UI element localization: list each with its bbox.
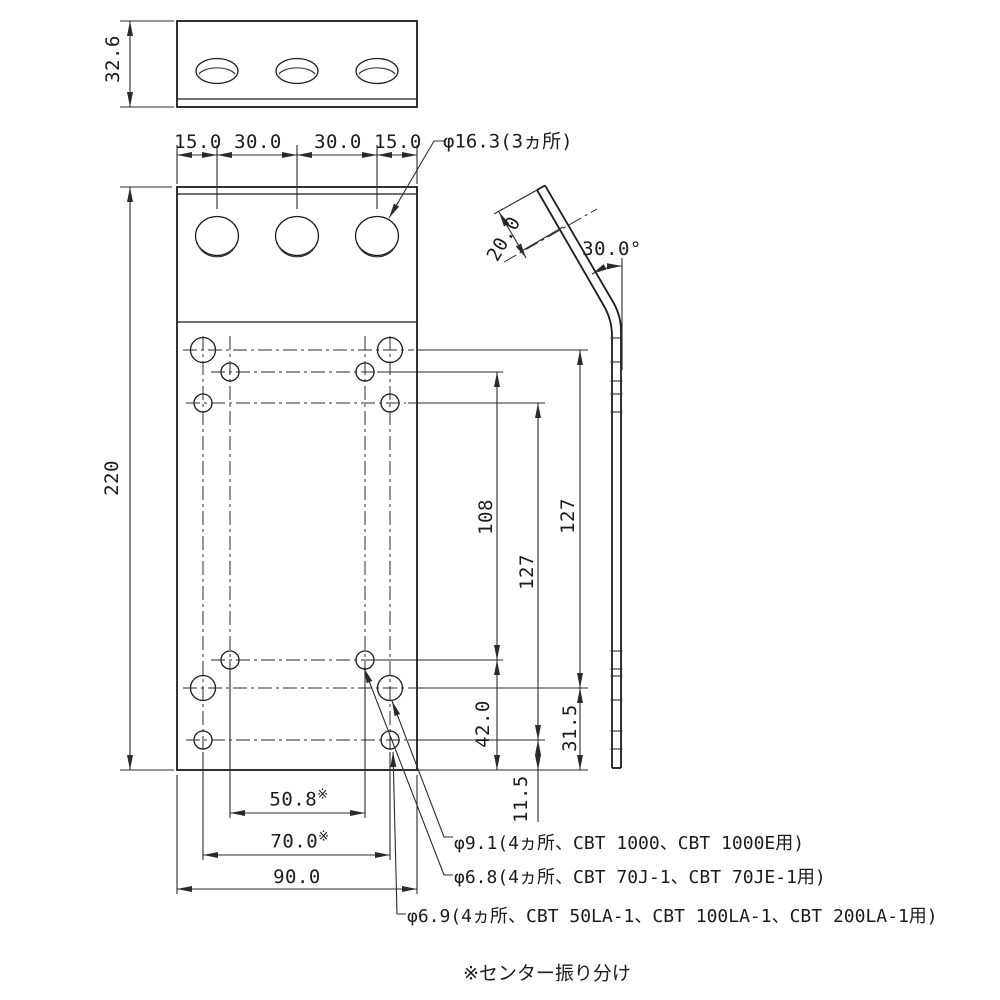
dim-width-50-8: 50.8※ — [269, 787, 329, 811]
dim-offset-11-5: 11.5 — [510, 775, 532, 823]
dim-overall-height: 220 — [101, 460, 123, 496]
dim-pitch-15b: 15.0 — [374, 131, 422, 153]
ref-mark: ※ — [318, 829, 330, 845]
dim-pitch-30a: 30.0 — [234, 131, 282, 153]
callout-phi16-3: φ16.3(3ヵ所) — [443, 130, 573, 153]
callout-phi6-9: φ6.9(4ヵ所、CBT 50LA-1、CBT 100LA-1、CBT 200L… — [407, 906, 938, 927]
callout-phi6-8: φ6.8(4ヵ所、CBT 70J-1、CBT 70JE-1用) — [454, 867, 826, 888]
top-view — [120, 20, 418, 108]
dim-width-70: 70.0※ — [270, 829, 330, 853]
side-view — [493, 184, 623, 769]
dim-pitch-127-phi91: 127 — [557, 498, 579, 534]
front-dimensions — [120, 140, 588, 915]
footnote-center-split: ※センター振り分け — [463, 962, 631, 985]
front-view — [176, 186, 418, 771]
dim-bend-angle: 30.0° — [582, 238, 642, 260]
dim-width-90: 90.0 — [273, 866, 321, 888]
dim-offset-42: 42.0 — [472, 700, 494, 748]
dim-pitch-15a: 15.0 — [174, 131, 222, 153]
dim-pitch-30b: 30.0 — [314, 131, 362, 153]
callout-phi9-1: φ9.1(4ヵ所、CBT 1000、CBT 1000E用) — [454, 833, 805, 854]
dim-pitch-108: 108 — [475, 499, 497, 535]
dim-offset-31-5: 31.5 — [559, 704, 581, 752]
ref-mark: ※ — [317, 787, 329, 803]
dim-plate-thickness: 32.6 — [102, 35, 124, 83]
dim-pitch-127-phi69: 127 — [516, 554, 538, 590]
